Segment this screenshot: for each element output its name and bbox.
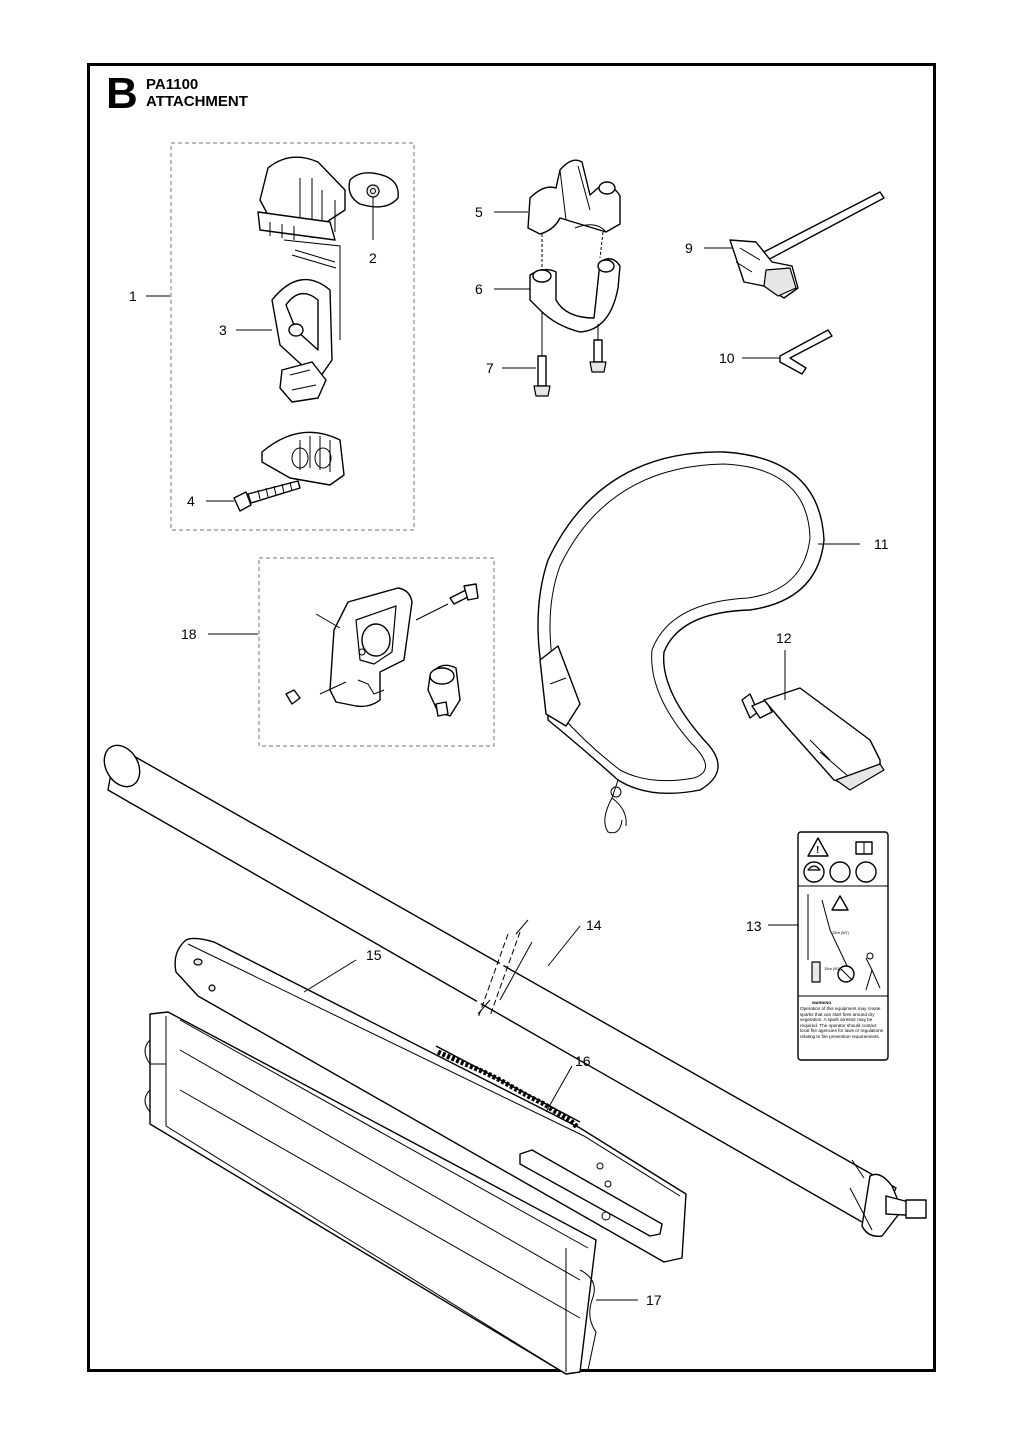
callout-14: 14	[586, 917, 602, 933]
decal-warning-text: Operation of this equipment may create s…	[800, 1006, 883, 1039]
decal-warning-title: WARNING	[812, 1000, 831, 1005]
part-7-screw-b	[589, 339, 607, 373]
part-13-warning-decal: ! 15m (50') 15m (50') WARNING Operation …	[797, 831, 889, 1061]
callout-11: 11	[874, 536, 889, 552]
callout-2: 2	[369, 250, 377, 266]
part-14-shaft-tube	[103, 744, 927, 1237]
callout-7: 7	[486, 360, 494, 376]
decal-dimension-2: 15m (50')	[824, 966, 841, 971]
boots-icon	[855, 861, 877, 883]
part-9-combination-wrench	[729, 191, 885, 299]
callout-3: 3	[219, 322, 227, 338]
part-7-screw-a	[533, 355, 551, 397]
part-10-hex-key	[779, 329, 833, 375]
warning-triangle-icon	[807, 837, 829, 857]
callout-numbers: 1 2 3 4 5 6 7 9 10 11 12 13 14 15 16 17 …	[129, 204, 889, 1308]
diagram-frame	[87, 63, 936, 1372]
callout-9: 9	[685, 240, 693, 256]
callout-6: 6	[475, 281, 483, 297]
decal-dimension-1: 15m (50')	[832, 930, 849, 935]
part-16-saw-chain	[435, 1045, 581, 1130]
part-18-bracket-assembly	[285, 583, 479, 717]
part-4-screw	[233, 480, 301, 512]
callout-1: 1	[129, 288, 137, 304]
callout-13: 13	[746, 918, 762, 934]
model-name: PA1100	[146, 76, 199, 93]
leader-lines	[146, 197, 860, 1301]
gloves-icon	[829, 861, 851, 883]
group-box-1	[170, 142, 415, 531]
part-2-nut	[348, 172, 399, 208]
callout-18: 18	[181, 626, 197, 642]
part-11-harness-strap	[537, 451, 825, 834]
part-1-clamp-assembly	[257, 156, 346, 486]
callout-15: 15	[366, 947, 382, 963]
callout-12: 12	[776, 630, 792, 646]
callout-17: 17	[646, 1292, 662, 1308]
callout-5: 5	[475, 204, 483, 220]
part-15-guide-bar	[174, 937, 687, 1263]
callout-16: 16	[575, 1053, 591, 1069]
helmet-icon	[803, 861, 825, 883]
svg-text:!: !	[816, 845, 819, 856]
part-17-bar-cover	[144, 1011, 597, 1375]
section-letter: B	[106, 69, 138, 118]
callout-4: 4	[187, 493, 195, 509]
part-6-lower-clamp	[529, 258, 621, 333]
group-box-18	[258, 557, 495, 747]
diagram-subtitle: ATTACHMENT	[146, 93, 248, 110]
part-5-upper-clamp	[527, 159, 621, 235]
part-12-grease-tube	[741, 687, 885, 791]
callout-10: 10	[719, 350, 735, 366]
